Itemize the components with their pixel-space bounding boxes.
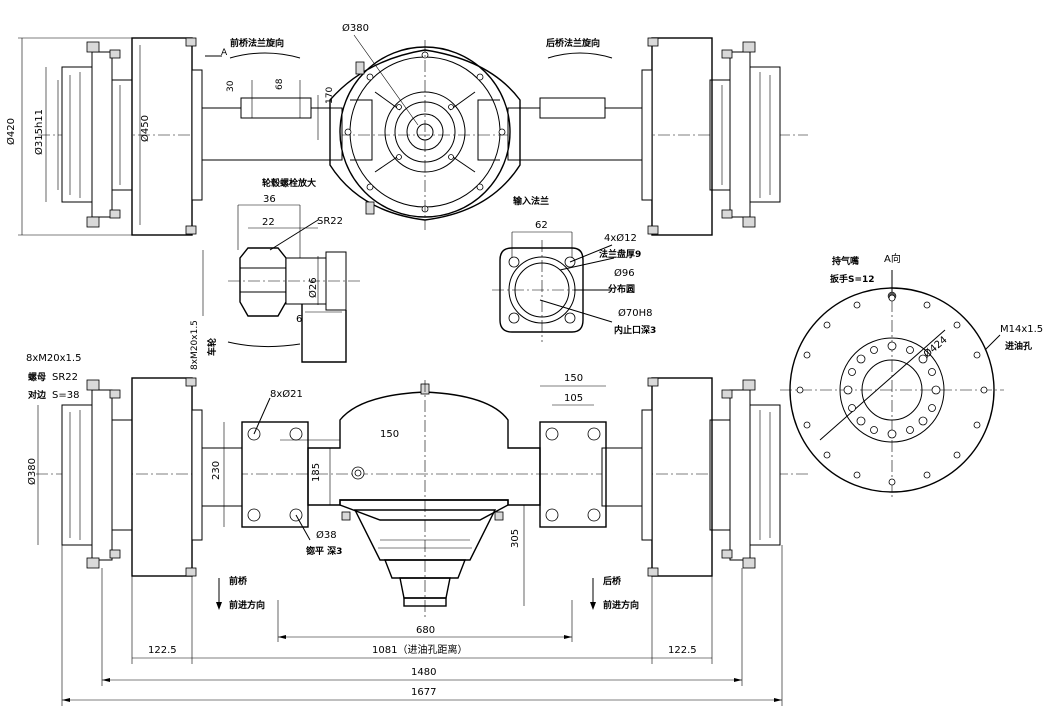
- bottom-view: [36, 377, 808, 620]
- d230-label: 230: [211, 461, 222, 480]
- a-view-inner-bolts: [843, 341, 941, 439]
- breather-label: 持气嘴: [832, 255, 859, 267]
- d62-label: 62: [535, 220, 548, 231]
- d305-label: 305: [510, 529, 521, 548]
- d680-label: 680: [416, 625, 435, 636]
- overall-dimensions: [61, 545, 783, 706]
- input-flange-view: [492, 231, 615, 342]
- differential-housing-top: [329, 40, 521, 230]
- d70h8-label: Ø70H8: [618, 307, 652, 319]
- d150-mid-label: 150: [380, 429, 399, 440]
- view-a-marker: A: [221, 48, 228, 58]
- d1677-label: 1677: [411, 687, 436, 698]
- bottom-hub-bolts-left: [86, 377, 197, 577]
- d96-label: Ø96: [614, 267, 635, 279]
- d38-label: Ø38: [316, 529, 337, 541]
- rear-axle-label: 后桥: [603, 575, 622, 587]
- d185-label: 185: [311, 463, 322, 482]
- flange-thickness-label: 法兰盘厚9: [599, 248, 641, 260]
- across-flats-label: 对边: [28, 389, 47, 401]
- d150-top-label: 150: [564, 373, 583, 384]
- a-view-circle: [780, 270, 1004, 500]
- d450-label: Ø450: [139, 115, 151, 142]
- front-forward-direction-label: 前进方向: [229, 599, 265, 611]
- pad-bolt-holes: [247, 427, 601, 522]
- d420-label: Ø420: [5, 118, 17, 145]
- d36-label: 36: [263, 194, 276, 205]
- front-axle-label: 前桥: [229, 575, 248, 587]
- d22-label: 22: [262, 217, 275, 228]
- rear-forward-direction-label: 前进方向: [603, 599, 639, 611]
- holes-4x12-label: 4xØ12: [604, 232, 637, 244]
- d30-label: 30: [226, 80, 236, 92]
- hub-bolt-enlarged-title: 轮毂螺栓放大: [262, 177, 316, 189]
- d1480-label: 1480: [411, 667, 436, 678]
- input-flange-title: 输入法兰: [513, 195, 549, 207]
- top-view: [18, 34, 808, 236]
- d380-top-label: Ø380: [342, 22, 369, 34]
- direction-arrows: [216, 578, 596, 610]
- s38-label: S=38: [52, 390, 79, 401]
- d122-5-right-label: 122.5: [668, 645, 697, 656]
- a-view-outer-holes: [796, 294, 988, 486]
- hub-bolt-detail: [202, 204, 360, 363]
- hub-bolts-right: [647, 37, 756, 235]
- m14-label: M14x1.5: [1000, 324, 1043, 335]
- holes-8x21-label: 8xØ21: [270, 388, 303, 400]
- pitch-circle-label: 分布圆: [608, 283, 635, 295]
- housing-bolts: [344, 51, 506, 213]
- wheel-nut-spec-label: 8xM20x1.5: [26, 353, 81, 364]
- nut-label: 螺母: [28, 371, 46, 383]
- rear-flange-rotation-label: 后桥法兰旋向: [546, 37, 600, 49]
- d68-label: 68: [275, 78, 285, 90]
- d122-5-left-label: 122.5: [148, 645, 177, 656]
- spigot-depth-label: 内止口深3: [614, 324, 656, 336]
- d380-side-label: Ø380: [26, 458, 38, 485]
- wrench-s12-label: 扳手S=12: [830, 273, 875, 285]
- a-view-title: A向: [884, 252, 901, 265]
- d170-label: 170: [325, 87, 335, 104]
- hub-bolts-left: [86, 37, 197, 235]
- d105-label: 105: [564, 393, 583, 404]
- spotface-label: 锪平 深3: [306, 545, 342, 557]
- front-flange-rotation-label: 前桥法兰旋向: [230, 37, 284, 49]
- d6-label: 6: [296, 314, 302, 325]
- nut-sr22-label: SR22: [52, 372, 78, 383]
- lock-nut-label: 车轮: [206, 338, 218, 356]
- sr22-detail-label: SR22: [317, 216, 343, 227]
- d26-label: Ø26: [307, 277, 319, 298]
- fill-hole-label: 进油孔: [1005, 340, 1032, 352]
- thread-m20-label: 8xM20x1.5: [190, 320, 200, 370]
- d1081-label: 1081（进油孔距离）: [372, 643, 467, 656]
- d315h11-label: Ø315h11: [33, 109, 45, 155]
- bottom-hub-bolts-right: [647, 377, 756, 577]
